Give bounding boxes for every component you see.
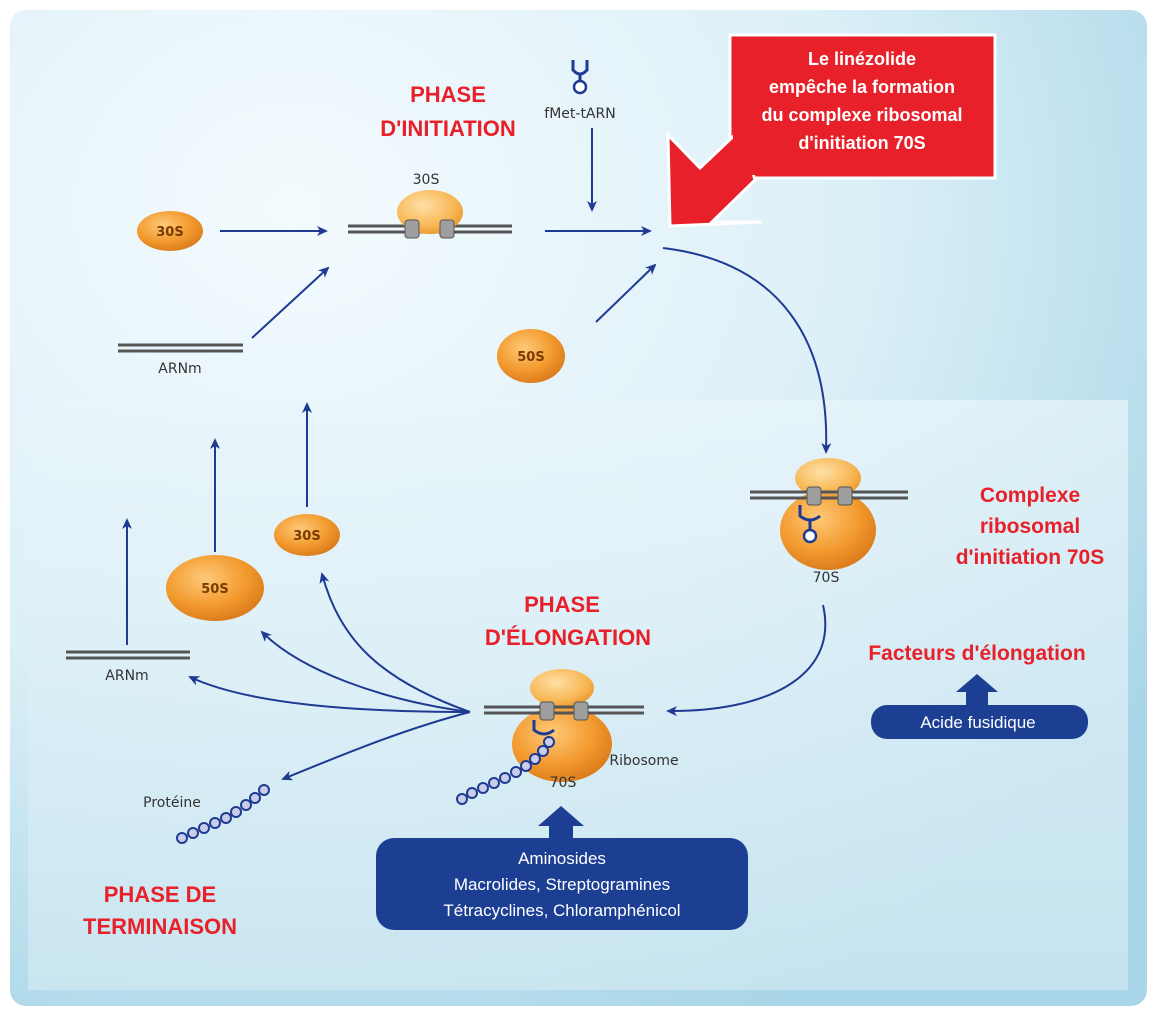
inhibitors-line3: Tétracyclines, Chloramphénicol <box>443 901 680 920</box>
complex70s-line1: Complexe <box>980 484 1080 507</box>
mrna-strand-termination <box>66 650 190 660</box>
linezolid-callout <box>666 33 997 228</box>
subunit-50s-termination <box>166 555 264 621</box>
ribosome-70s-elongation <box>456 669 644 805</box>
arrow-to-50s-termination <box>260 630 471 713</box>
ribosome-70s-initiation-complex <box>750 458 908 570</box>
subunit-50s-label-initiation: 50S <box>517 350 544 365</box>
protein-label: Protéine <box>143 795 201 811</box>
fmet-trna-label: fMet-tARN <box>544 106 615 122</box>
linezolid-line2: empêche la formation <box>769 77 955 97</box>
inhibitors-line1: Aminosides <box>518 849 606 868</box>
linezolid-line3: du complexe ribosomal <box>761 105 962 125</box>
elongation-title-line2: D'ÉLONGATION <box>485 625 651 650</box>
ribosome-70s-complex-label: 70S <box>813 570 840 586</box>
linezolid-line4: d'initiation 70S <box>798 133 925 153</box>
arrow-50s-to-70s <box>595 263 657 323</box>
arrow-mrna-to-complex <box>251 266 330 339</box>
subunit-30s-label: 30S <box>156 225 183 240</box>
elongation-factors-label: Facteurs d'élongation <box>868 642 1085 665</box>
mrna-label-termination: ARNm <box>105 668 148 684</box>
mrna-label-initiation: ARNm <box>158 361 201 377</box>
initiation-title-line1: PHASE <box>410 82 486 107</box>
inhibitors-line2: Macrolides, Streptogramines <box>454 875 670 894</box>
subunit-50s-initiation <box>497 329 565 383</box>
arrow-complex70s-to-elongation <box>666 604 827 717</box>
initiation-title-line2: D'INITIATION <box>380 116 516 141</box>
protein-chain <box>176 784 270 844</box>
fmet-trna-icon <box>571 60 589 95</box>
linezolid-line1: Le linézolide <box>808 49 916 69</box>
arrow-to-protein <box>281 711 471 781</box>
ribosome-70s-elongation-label: 70S <box>550 775 577 791</box>
elongation-title-line1: PHASE <box>524 592 600 617</box>
inhibitors-up-arrow <box>538 806 584 844</box>
inhibitors-box <box>376 838 748 930</box>
fusidic-up-arrow <box>956 674 998 708</box>
arrow-to-30s-termination <box>319 572 471 713</box>
fusidic-acid-label: Acide fusidique <box>920 713 1035 732</box>
arrow-initiation-to-complex70s <box>662 247 832 454</box>
termination-title-line1: PHASE DE <box>104 882 216 907</box>
fusidic-acid-box <box>871 705 1088 739</box>
complex70s-line3: d'initiation 70S <box>956 546 1105 569</box>
ribosome-30s-label: 30S <box>413 172 440 188</box>
arrow-to-mrna-termination <box>188 676 471 713</box>
subunit-30s <box>137 211 203 251</box>
subunit-30s-termination <box>274 514 340 556</box>
ribosome-30s-mrna-complex <box>348 190 512 239</box>
complex70s-line2: ribosomal <box>980 515 1080 538</box>
ribosome-caption: Ribosome <box>609 753 678 769</box>
termination-title-line2: TERMINAISON <box>83 914 237 939</box>
subunit-50s-label-termination: 50S <box>201 582 228 597</box>
subunit-30s-label-termination: 30S <box>293 529 320 544</box>
mrna-strand-initiation <box>118 343 243 353</box>
